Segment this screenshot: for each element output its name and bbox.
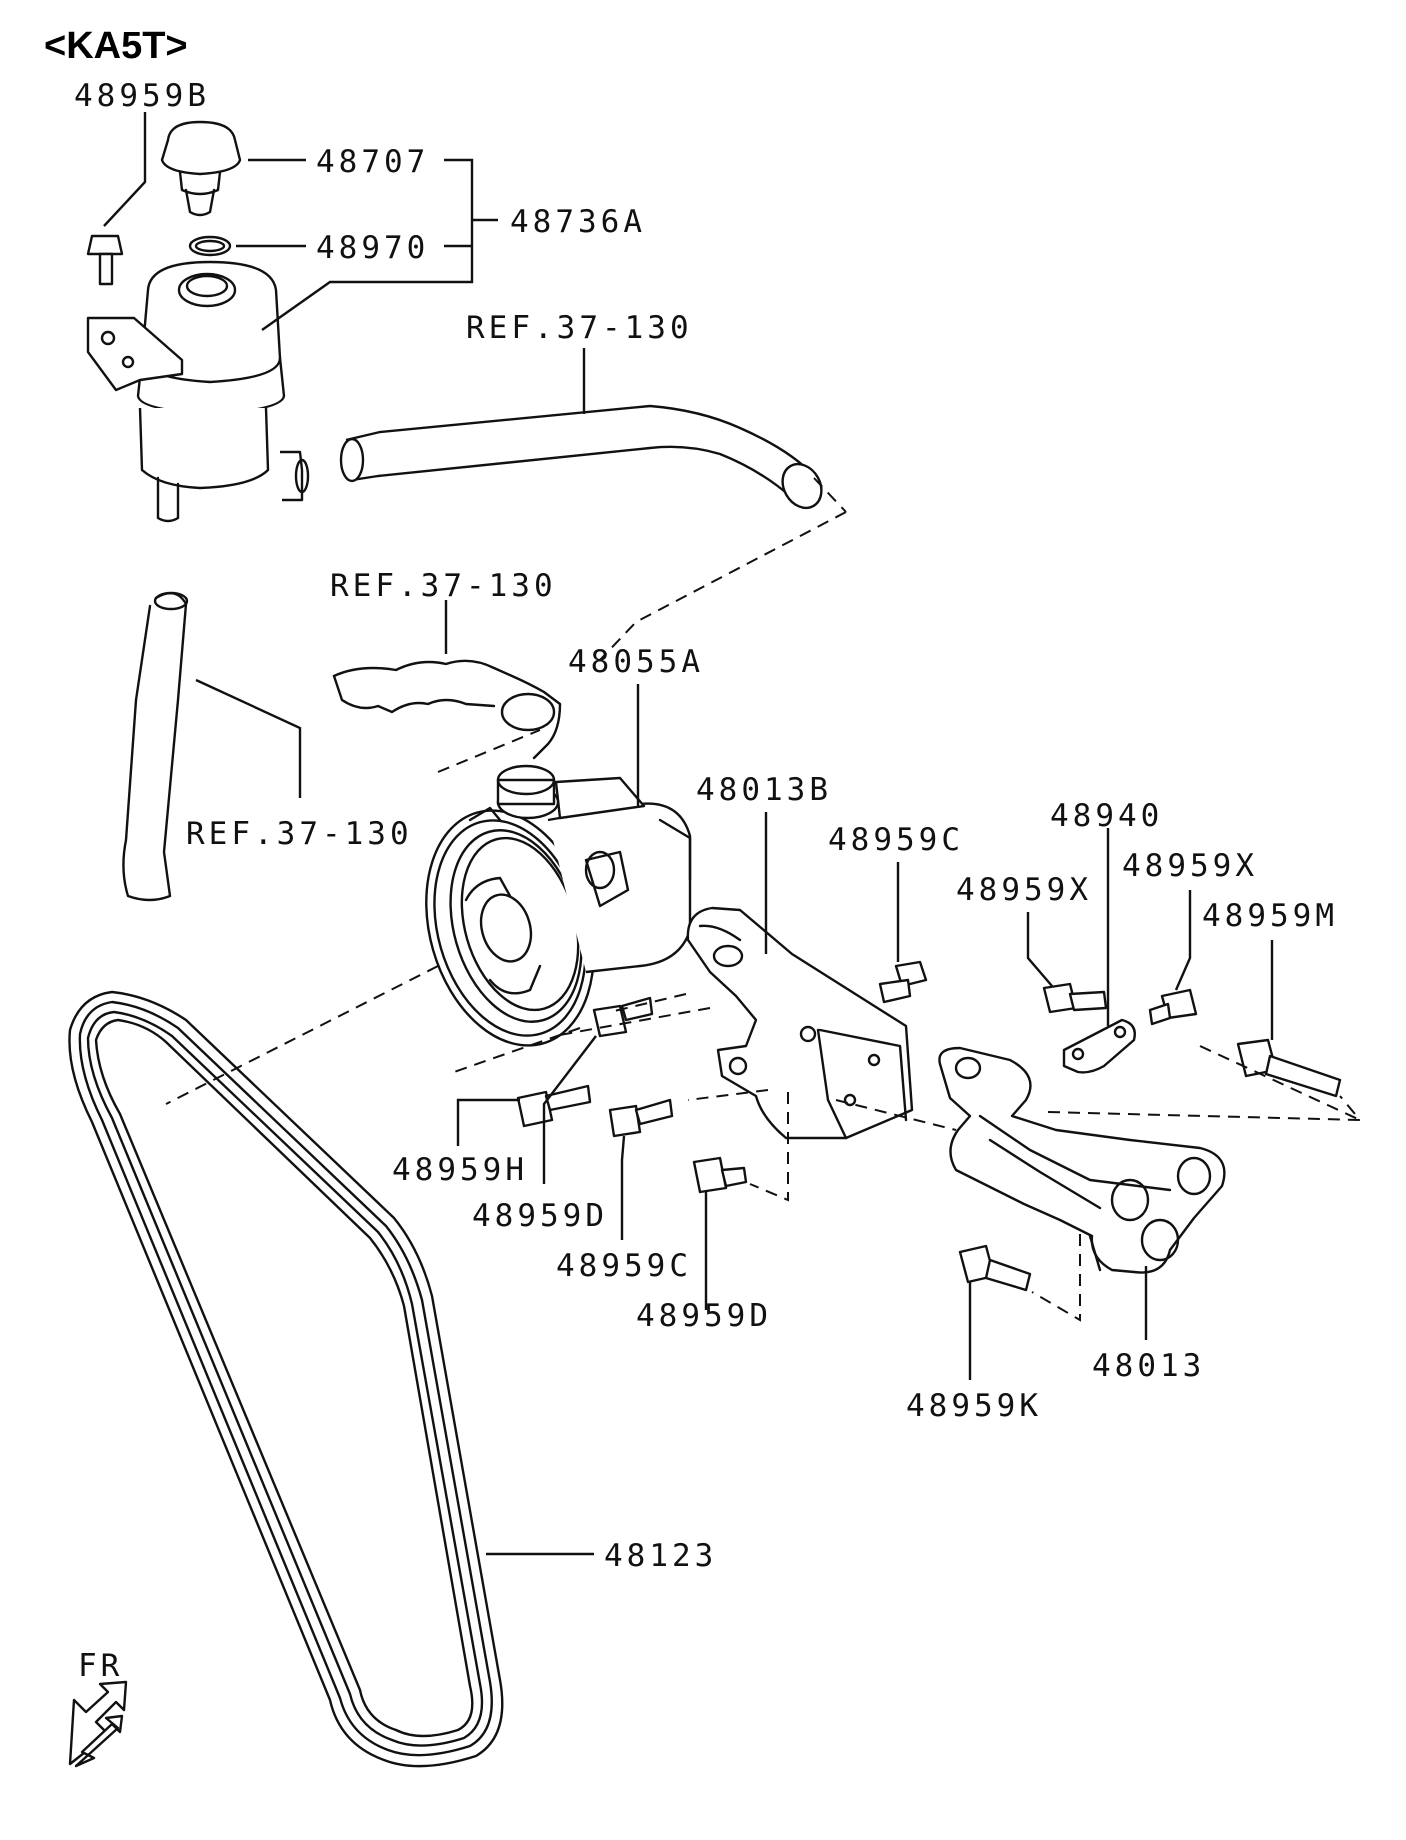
return-hose: [339, 404, 823, 510]
label-48959C-top: 48959C: [828, 822, 964, 858]
lower-hose: [122, 591, 189, 902]
engine-bracket: [938, 1046, 1226, 1274]
reservoir-tank: [86, 120, 310, 523]
label-48123: 48123: [604, 1538, 717, 1574]
bolt-48959C-top: [878, 960, 928, 1004]
label-48055A: 48055A: [568, 644, 704, 680]
label-48707: 48707: [316, 144, 429, 180]
bolt-48959M: [1236, 1038, 1342, 1098]
power-steering-pump: [425, 764, 692, 1047]
label-48959B: 48959B: [74, 78, 210, 114]
pressure-line: [332, 659, 562, 760]
part-labels: 48959B 48707 48970 48736A REF.37-130 REF…: [74, 78, 1338, 1684]
label-48736A: 48736A: [510, 204, 646, 240]
alignment-lines: [165, 477, 1363, 1322]
label-48959M: 48959M: [1202, 898, 1338, 934]
bolt-48959K: [958, 1244, 1032, 1292]
bolt-48959X-a: [1042, 982, 1108, 1014]
label-48940: 48940: [1050, 798, 1163, 834]
bolt-48959D-b: [692, 1156, 748, 1194]
label-ref-top: REF.37-130: [466, 310, 693, 346]
bolt-48959X-b: [1148, 988, 1198, 1026]
label-48970: 48970: [316, 230, 429, 266]
label-48959H: 48959H: [392, 1152, 528, 1188]
label-48959X-a: 48959X: [956, 872, 1092, 908]
drive-belt: [68, 990, 504, 1768]
label-48959D-b: 48959D: [636, 1298, 772, 1334]
bolt-48959C-low: [608, 1098, 674, 1138]
bracket-48940: [1062, 1018, 1136, 1074]
bolt-48959B: [86, 234, 124, 286]
label-48959K: 48959K: [906, 1388, 1042, 1424]
pump-bracket: [686, 906, 914, 1140]
label-ref-middle: REF.37-130: [330, 568, 557, 604]
label-48013B: 48013B: [696, 772, 832, 808]
label-48959D-a: 48959D: [472, 1198, 608, 1234]
label-ref-lower: REF.37-130: [186, 816, 413, 852]
label-48013: 48013: [1092, 1348, 1205, 1384]
fr-arrow-icon: [68, 1680, 128, 1768]
label-fr: FR: [78, 1648, 123, 1684]
diagram-title: <KA5T>: [44, 25, 188, 67]
label-48959X-b: 48959X: [1122, 848, 1258, 884]
leader-lines: [103, 112, 1274, 1556]
label-48959C-low: 48959C: [556, 1248, 692, 1284]
